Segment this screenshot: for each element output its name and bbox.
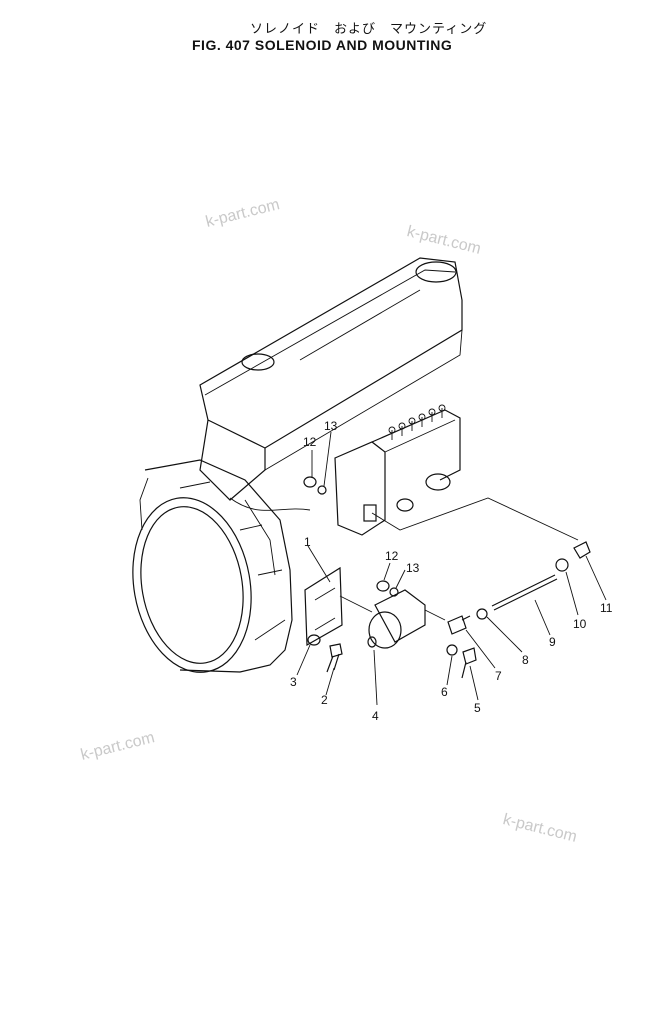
washer-13 [317, 485, 327, 495]
washer-12b [376, 580, 390, 592]
leader-lines [296, 431, 607, 706]
callout-8: 8 [522, 653, 529, 667]
callout-12b: 12 [385, 549, 399, 563]
bolt-2 [326, 643, 343, 673]
bracket [304, 566, 343, 647]
solenoid [367, 589, 446, 649]
washer-6 [446, 644, 458, 656]
callout-7: 7 [495, 669, 502, 683]
callout-5: 5 [474, 701, 481, 715]
nut-10 [555, 558, 569, 572]
callout-6: 6 [441, 685, 448, 699]
joint-11 [573, 541, 591, 559]
linkage-line [371, 497, 579, 541]
callout-13: 13 [324, 419, 338, 433]
callout-3: 3 [290, 675, 297, 689]
nut-8 [476, 608, 488, 620]
flywheel-housing [132, 459, 311, 673]
callout-9: 9 [549, 635, 556, 649]
callout-13b: 13 [406, 561, 420, 575]
figure-title-japanese: ソレノイド および マウンティング [250, 22, 488, 37]
callout-11: 11 [600, 601, 613, 615]
callout-2: 2 [321, 693, 328, 707]
figure-title: FIG. 407 SOLENOID AND MOUNTING [192, 37, 453, 53]
elbow-7 [447, 615, 471, 635]
rod-9 [491, 574, 558, 611]
washer-3 [307, 634, 321, 646]
callout-4: 4 [372, 709, 379, 723]
callout-12: 12 [303, 435, 317, 449]
washer-12 [303, 476, 317, 488]
engine-head-cover [199, 257, 463, 501]
callout-10: 10 [573, 617, 587, 631]
washer-13b [389, 587, 399, 597]
injection-pump [334, 404, 461, 536]
callout-1: 1 [304, 535, 311, 549]
bolt-5 [461, 647, 477, 679]
